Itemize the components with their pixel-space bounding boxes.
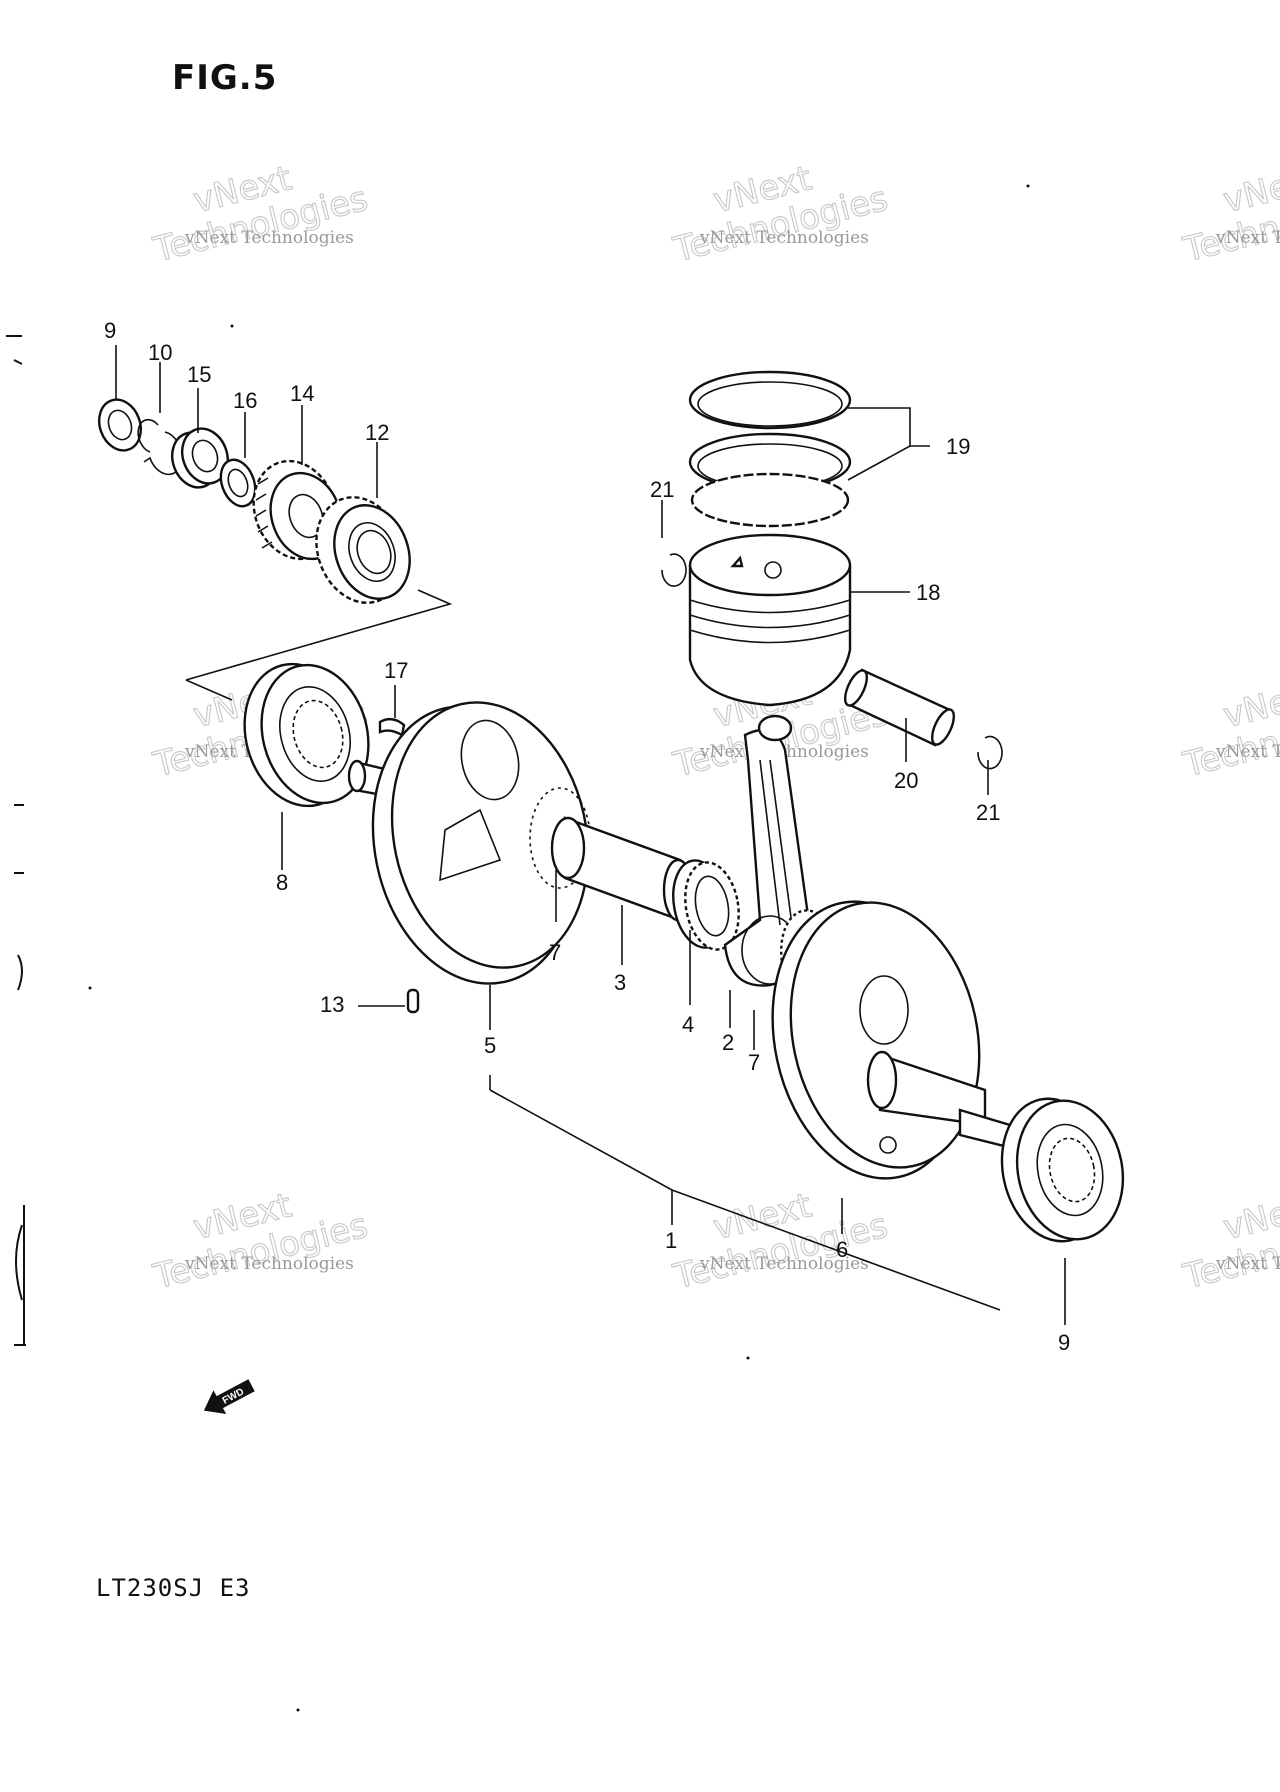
callout-3: 3	[614, 970, 626, 995]
callout-14: 14	[290, 381, 314, 406]
callout-21-left: 21	[650, 477, 674, 502]
scan-marks	[6, 335, 26, 1346]
callout-19: 19	[946, 434, 970, 459]
callout-5: 5	[484, 1033, 496, 1058]
watermark-text: vNext Technologies	[699, 228, 869, 248]
part-21-circlip-left	[661, 553, 687, 587]
model-code: LT230SJ E3	[96, 1574, 251, 1602]
scan-specks	[88, 184, 1030, 1712]
watermark: vNext Technologies	[1179, 673, 1280, 786]
callout-11: 10	[148, 340, 172, 365]
watermark: vNext Technologies	[149, 1185, 373, 1298]
figure-title: FIG.5	[172, 58, 278, 98]
part-4-needle-bearing	[672, 859, 740, 951]
watermark: vNext Technologies	[669, 158, 893, 271]
callout-17: 17	[384, 658, 408, 683]
part-13-pin	[406, 988, 420, 1014]
callout-1: 1	[665, 1228, 677, 1253]
svg-text:FWD: FWD	[221, 1386, 246, 1406]
callout-15: 15	[187, 362, 211, 387]
watermark: vNext Technologies	[1179, 1185, 1280, 1298]
watermark-text: vNext Technologies	[699, 1254, 869, 1274]
part-21-circlip-right	[977, 735, 1003, 770]
part-19-piston-rings	[688, 370, 852, 528]
callout-20: 20	[894, 768, 918, 793]
callout-21-right: 21	[976, 800, 1000, 825]
callout-13: 13	[320, 992, 344, 1017]
watermark: vNext Technologies	[669, 1185, 893, 1298]
callout-9: 9	[1058, 1330, 1070, 1355]
part-12-gear	[315, 496, 411, 604]
callout-10: 9	[104, 318, 116, 343]
part-8-bearing	[243, 662, 370, 808]
part-9-bearing	[1000, 1097, 1125, 1243]
part-6-crank-web-right	[771, 900, 987, 1180]
callout-6: 6	[836, 1237, 848, 1262]
part-17-key	[378, 717, 406, 737]
watermark-text: vNext Technologies	[1215, 742, 1280, 762]
watermark: vNext Technologies	[149, 158, 373, 271]
part-10-oil-seal	[98, 398, 142, 452]
watermark-text: vNext Technologies	[184, 228, 354, 248]
group-bracket	[185, 589, 453, 701]
callout-16: 16	[233, 388, 257, 413]
callout-7-right: 7	[748, 1050, 760, 1075]
part-20-piston-pin	[843, 668, 956, 747]
part-15-bearing	[171, 427, 229, 489]
forward-arrow-icon: FWD	[203, 1379, 255, 1415]
part-16-washer	[219, 458, 257, 508]
watermark: vNext Technologies	[1179, 158, 1280, 271]
leader-lines	[115, 345, 1066, 1325]
part-18-piston	[688, 533, 852, 707]
callout-18: 18	[916, 580, 940, 605]
callout-8: 8	[276, 870, 288, 895]
callouts: 9 10 15 16 14 12 17 8 13 5 3 7 4 2 7 1 6…	[104, 318, 1070, 1355]
watermark-text: vNext Technologies	[184, 1254, 354, 1274]
watermark-text: vNext Technologies	[1215, 1254, 1280, 1274]
callout-7-left: 7	[549, 940, 561, 965]
callout-2: 2	[722, 1030, 734, 1055]
callout-4: 4	[682, 1012, 694, 1037]
watermark-text: vNext Technologies	[1215, 228, 1280, 248]
callout-12: 12	[365, 420, 389, 445]
